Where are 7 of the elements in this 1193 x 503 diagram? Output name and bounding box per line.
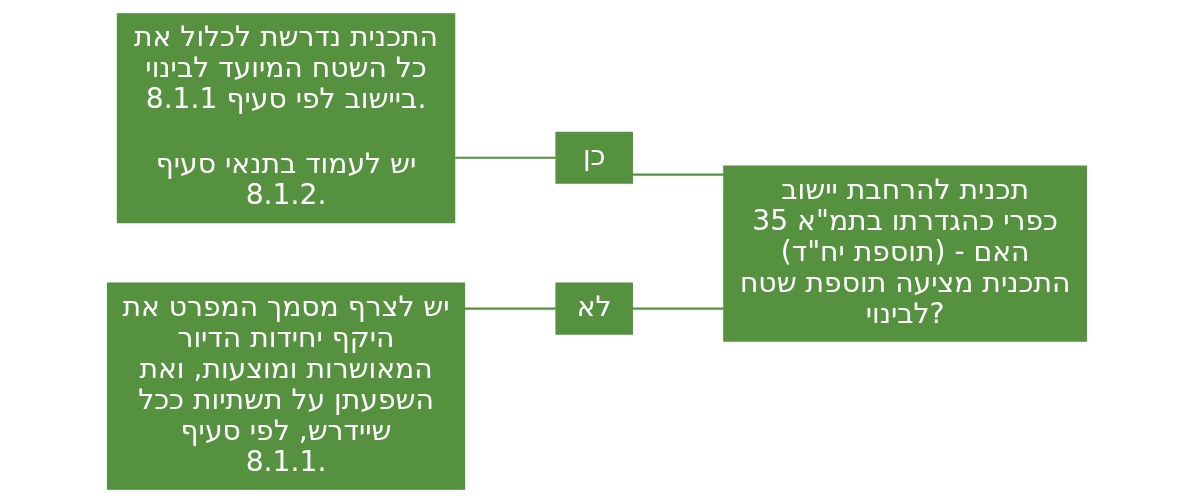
node-box: לא [554, 282, 633, 335]
connector [454, 156, 556, 159]
node-box: תכנית להרחבת יישוב כפרי כהגדרתו בתמ"א 35 (תוספת יח"ד) - האם התכנית מציעה תוספת שטח לבינוי? [722, 165, 1087, 342]
connector [631, 307, 724, 310]
node-box: כן [554, 131, 633, 184]
connector [464, 307, 556, 310]
connector [631, 173, 724, 176]
